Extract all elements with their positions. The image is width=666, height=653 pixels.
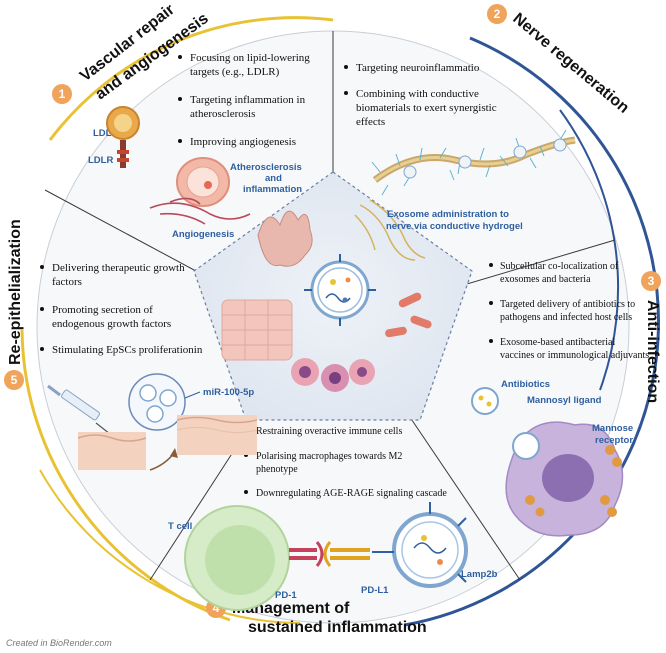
- badge-1: 1: [52, 84, 72, 104]
- engineered-exosome-icon: [372, 502, 468, 588]
- inflammation-bullet-3: Downregulating AGE-RAGE signaling cascad…: [256, 488, 447, 499]
- immune-cells-icon: [291, 358, 375, 392]
- bacteria-icon: [385, 292, 432, 338]
- exosome-cluster-icon: [128, 373, 186, 431]
- nerve-bullet-2b: biomaterials to exert synergistic: [356, 102, 497, 114]
- badge-2: 2: [487, 4, 507, 24]
- epithelial-bullet-2b: endogenous growth factors: [52, 318, 171, 330]
- macrophage-icon: [505, 421, 624, 537]
- label-athero-2: and: [265, 173, 282, 184]
- yellow-outer-arc-top: [48, 16, 334, 141]
- label-athero-3: inflammation: [243, 184, 302, 195]
- label-mir-100-5p: miR-100-5p: [203, 387, 254, 398]
- badge-5: 5: [4, 370, 24, 390]
- label-mannosyl-ligand: Mannosyl ligand: [527, 395, 602, 406]
- pdl1-ligand-icon: [323, 541, 370, 567]
- title-nerve: Nerve regeneration: [509, 10, 632, 117]
- artery-cross-section-icon: [176, 157, 230, 207]
- inflammation-bullet-2b: phenotype: [256, 464, 298, 475]
- badge-5-number: 5: [11, 373, 18, 387]
- inflammation-bullet-2a: Polarising macrophages towards M2: [256, 451, 402, 462]
- neuron-icon: [257, 210, 313, 267]
- label-ldlr: LDLR: [88, 155, 113, 166]
- vascular-bullet-3: Improving angiogenesis: [190, 136, 296, 148]
- infection-bullet-3a: Exosome-based antibacterial: [500, 337, 615, 348]
- label-pdl1: PD-L1: [361, 585, 389, 596]
- epithelial-bullet-1b: factors: [52, 276, 82, 288]
- title-infection: Anti-infection: [644, 300, 661, 403]
- nerve-bullet-2c: effects: [356, 116, 385, 128]
- divider-bottom-right: [394, 394, 521, 581]
- epithelial-bullet-3: Stimulating EpSCs proliferationin: [52, 344, 203, 356]
- mir-pointer: [184, 391, 201, 399]
- epithelial-bullet-1a: Delivering therapeutic growth: [52, 262, 185, 274]
- badge-4-number: 4: [213, 601, 220, 615]
- nerve-fiber-icon: [354, 199, 426, 261]
- vascular-bullet-1b: targets (e.g., LDLR): [190, 66, 280, 78]
- t-cell-icon: [184, 505, 290, 611]
- epithelial-bullet-2a: Promoting secretion of: [52, 304, 153, 316]
- healing-arrow-head: [170, 448, 178, 458]
- nerve-hydrogel-icon: [371, 129, 576, 196]
- infection-bullet-3b: vaccines or immunological adjuvants: [500, 350, 649, 361]
- infection-bullet-1a: Subcellular co-localization of: [500, 261, 619, 272]
- label-angiogenesis: Angiogenesis: [172, 229, 234, 240]
- blue-outer-arc-right: [404, 36, 660, 627]
- inflammation-bullet-1: Restraining overactive immune cells: [256, 426, 402, 437]
- blue-inner-arc-right: [559, 109, 620, 391]
- nerve-bullet-2a: Combining with conductive: [356, 88, 479, 100]
- label-athero-1: Atherosclerosis: [230, 162, 302, 173]
- vascular-bullet-2a: Targeting inflammation in: [190, 94, 306, 106]
- pd1-receptor-icon: [289, 541, 324, 567]
- ldl-particle-icon: [106, 106, 140, 168]
- label-lamp2b: Lamp2b: [461, 569, 498, 580]
- badge-2-number: 2: [494, 7, 501, 21]
- nerve-bullet-1: Targeting neuroinflammatio: [356, 62, 480, 74]
- skin-tissue-icon: [77, 432, 147, 470]
- infection-bullet-2b: pathogens and infected host cells: [500, 312, 632, 323]
- yellow-inner-arc-left: [39, 469, 301, 624]
- label-antibiotics: Antibiotics: [501, 379, 550, 390]
- label-pd1: PD-1: [275, 590, 297, 601]
- blood-vessels-icon: [149, 197, 251, 225]
- label-ldl: LDL: [93, 128, 112, 139]
- antibiotic-exosome-icon: [471, 387, 499, 415]
- badge-1-number: 1: [59, 87, 66, 101]
- epithelial-tissue-icon: [221, 299, 293, 361]
- label-t-cell: T cell: [168, 521, 192, 532]
- label-mannose-1: Mannose: [592, 423, 633, 434]
- epithelial-bullets: Delivering therapeutic growth factors Pr…: [40, 262, 203, 356]
- infection-bullets: Subcellular co-localization of exosomes …: [489, 261, 649, 361]
- badge-3-number: 3: [648, 274, 655, 288]
- badge-3: 3: [641, 271, 661, 291]
- vascular-bullet-2b: atherosclerosis: [190, 108, 255, 120]
- title-inflammation-line2: sustained inflammation: [248, 619, 427, 636]
- central-exosome-icon: [304, 254, 376, 326]
- label-nerve-caption-2: nerve via conductive hydrogel: [386, 221, 523, 232]
- nerve-bullets: Targeting neuroinflammatio Combining wit…: [344, 62, 497, 128]
- credit-text: Created in BioRender.com: [6, 638, 112, 648]
- healed-skin-icon: [176, 415, 258, 455]
- vascular-bullet-1a: Focusing on lipid-lowering: [190, 52, 310, 64]
- infection-bullet-1b: exosomes and bacteria: [500, 274, 591, 285]
- label-mannose-2: receptor: [595, 435, 633, 446]
- label-nerve-caption-1: Exosome administration to: [387, 209, 509, 220]
- vascular-bullets: Focusing on lipid-lowering targets (e.g.…: [178, 52, 310, 148]
- infection-bullet-2a: Targeted delivery of antibiotics to: [500, 299, 635, 310]
- title-epithelial: Re-epithelialization: [7, 219, 24, 365]
